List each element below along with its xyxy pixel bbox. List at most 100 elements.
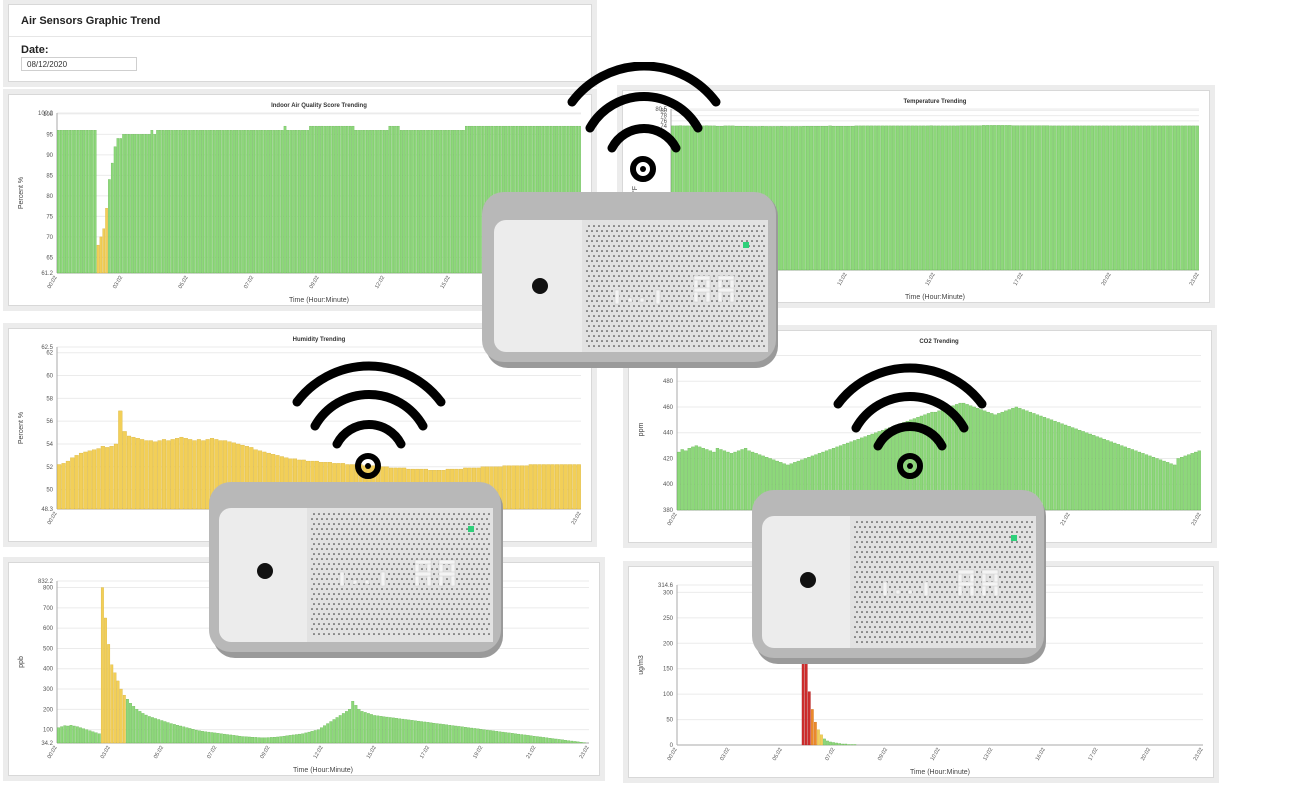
y-tick-label: 61.2 (41, 271, 53, 277)
bar (712, 451, 716, 511)
bar (201, 440, 206, 510)
bar (933, 125, 937, 271)
bar (419, 130, 423, 274)
bar (125, 699, 129, 744)
bar (249, 130, 253, 274)
bar (1095, 436, 1099, 511)
bar (197, 730, 201, 744)
bar (297, 130, 301, 274)
bar (470, 125, 474, 274)
bar (963, 125, 967, 271)
bar (888, 125, 892, 271)
bar (1056, 125, 1061, 271)
bar (1071, 427, 1075, 511)
bar (726, 451, 730, 511)
date-input[interactable] (21, 57, 137, 71)
bar (133, 134, 137, 274)
bar (254, 737, 258, 744)
bar (865, 125, 870, 271)
x-tick-label: 20:02 (1101, 272, 1113, 287)
bar (1161, 125, 1166, 271)
y-tick-label: 100.2 (38, 111, 54, 117)
bar (1165, 462, 1170, 511)
bar (263, 130, 267, 274)
bar (448, 130, 451, 274)
bar (398, 718, 402, 744)
bar (113, 672, 117, 744)
bar (360, 711, 364, 744)
bar (1067, 426, 1071, 511)
bar (1049, 125, 1053, 271)
bar (65, 130, 69, 274)
bar (1180, 457, 1184, 511)
bar (442, 724, 445, 744)
bar (144, 714, 148, 744)
x-tick-label: 12:02 (313, 745, 325, 760)
bar (1172, 125, 1177, 271)
bar (176, 130, 179, 274)
bar (1046, 418, 1050, 511)
bar (187, 130, 190, 274)
bar (1034, 125, 1038, 271)
bar (338, 715, 342, 744)
y-tick-label: 80 (660, 108, 667, 114)
bar (175, 438, 180, 510)
bar (479, 125, 482, 274)
bar (1194, 451, 1198, 511)
bar (537, 464, 542, 510)
wifi-dot-icon (897, 453, 923, 479)
bar (257, 737, 261, 744)
bar (952, 125, 956, 271)
bar (1063, 424, 1068, 511)
bar (357, 130, 360, 274)
bar (374, 130, 377, 274)
bar (1083, 125, 1087, 271)
bar (252, 130, 256, 274)
bar (72, 725, 76, 744)
bar (122, 431, 127, 510)
bar (405, 130, 409, 274)
x-tick-label: 00:02 (47, 511, 59, 526)
bar (451, 725, 455, 744)
x-tick-label: 05:02 (153, 745, 165, 760)
x-tick-label: 23:02 (1193, 747, 1205, 762)
bar (104, 617, 107, 744)
bar (169, 723, 173, 744)
bar (1173, 464, 1177, 511)
bar (93, 130, 97, 274)
bar (59, 130, 63, 274)
bar (1127, 448, 1131, 511)
bar (922, 125, 926, 271)
bar (142, 134, 145, 274)
bar (348, 125, 352, 274)
bar (298, 733, 301, 744)
bar (570, 740, 574, 744)
bar (273, 737, 276, 744)
bar (413, 720, 417, 744)
y-tick-label: 74 (660, 124, 667, 130)
y-tick-label: 76 (660, 119, 667, 125)
bar (838, 743, 842, 746)
bar (207, 130, 210, 274)
bar (132, 706, 136, 744)
bar (215, 130, 219, 274)
x-axis-title: Time (Hour:Minute) (905, 294, 965, 301)
bar (514, 733, 517, 744)
bar (83, 451, 88, 510)
bar (978, 125, 982, 271)
bar (1053, 420, 1057, 511)
x-tick-label: 09:02 (877, 747, 889, 762)
bar (289, 130, 292, 274)
bar (193, 130, 196, 274)
bar (291, 734, 295, 744)
bar (719, 449, 723, 511)
bar (201, 731, 204, 744)
bar (416, 130, 420, 274)
bar (787, 126, 791, 271)
bar (1123, 446, 1127, 511)
bar (448, 725, 452, 744)
bar (190, 130, 193, 274)
bar (232, 130, 236, 274)
bar (380, 130, 383, 274)
bar (348, 709, 352, 744)
